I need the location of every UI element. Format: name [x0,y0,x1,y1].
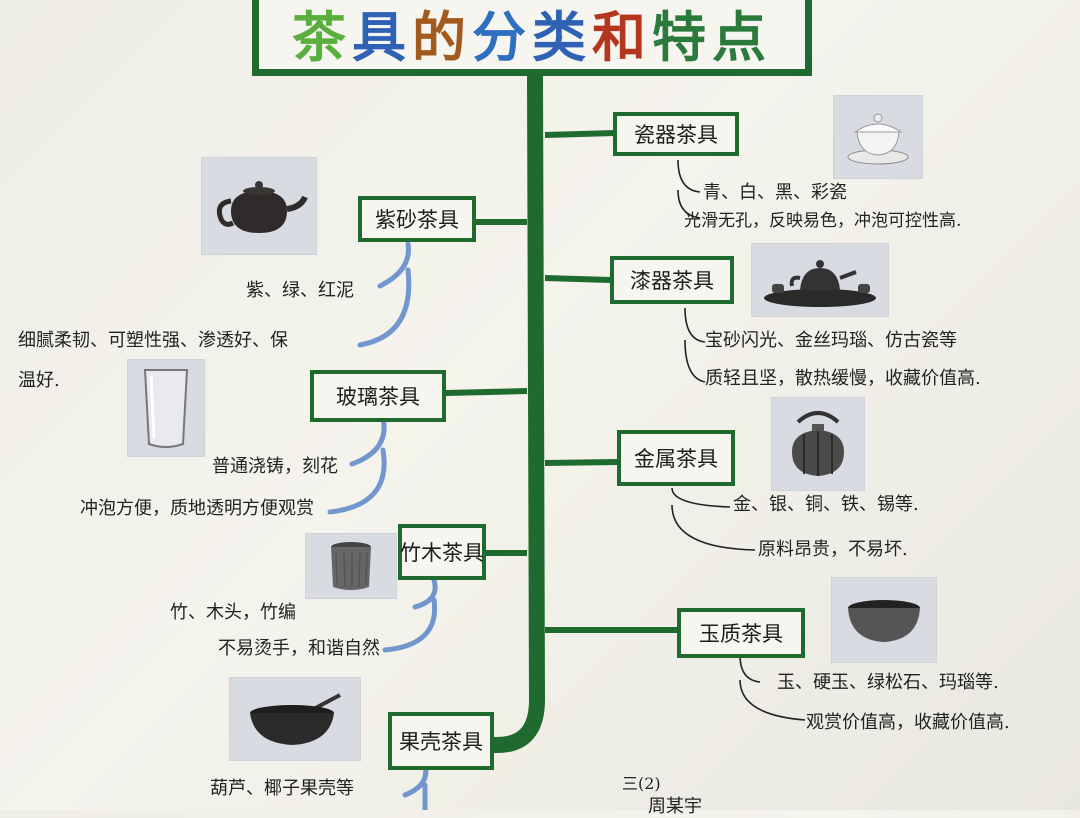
note-lacquer-2: 质轻且坚，散热缓慢，收藏价值高. [705,368,981,389]
title-char: 具 [352,4,412,69]
category-box-metal: 金属茶具 [617,430,735,486]
note-metal-1: 金、银、铜、铁、锡等. [733,494,919,515]
title-box: 茶具的分类和特点 [252,0,812,76]
category-box-glass: 玻璃茶具 [310,370,446,422]
photo-zisha [202,158,316,254]
title-char: 特 [652,4,712,69]
title-char: 的 [412,4,472,69]
author-name: 周某宇 [648,796,702,817]
title-char: 和 [592,4,652,69]
category-box-jade: 玉质茶具 [677,608,805,658]
title-char: 分 [472,4,532,69]
title-char: 点 [712,4,772,69]
photo-jade [832,578,936,662]
note-porcelain-1: 青、白、黑、彩瓷 [703,182,847,203]
shell-bowl-icon [250,693,341,745]
bamboo-cup-icon [331,542,371,590]
clay-teapot-icon [216,181,308,233]
metal-kettle-icon [792,411,844,476]
photo-bamboo [306,534,396,598]
note-lacquer-1: 宝砂闪光、金丝玛瑙、仿古瓷等 [705,330,957,351]
photo-metal [772,398,864,490]
lacquer-teaset-icon [764,260,876,307]
jade-bowl-icon [848,600,920,642]
note-glass-2: 冲泡方便，质地透明方便观赏 [80,498,314,519]
note-shell-1: 葫芦、椰子果壳等 [210,778,354,799]
class-label: 三(2) [622,774,661,793]
title-char: 类 [532,4,592,69]
category-box-zisha: 紫砂茶具 [358,196,476,242]
note-zisha-3: 温好. [18,370,60,391]
gaiwan-icon [847,113,909,165]
glass-cup-icon [143,369,189,448]
note-jade-2: 观赏价值高，收藏价值高. [806,712,1010,733]
photo-shell [230,678,360,760]
category-box-porcelain: 瓷器茶具 [613,112,739,156]
category-box-bamboo: 竹木茶具 [398,524,486,580]
note-jade-1: 玉、硬玉、绿松石、玛瑙等. [777,672,999,693]
note-zisha-2: 细腻柔韧、可塑性强、渗透好、保 [18,330,288,351]
page-title: 茶具的分类和特点 [292,0,772,72]
photo-glass [128,360,204,456]
note-bamboo-1: 竹、木头，竹编 [170,602,296,623]
title-char: 茶 [292,4,352,69]
photo-porcelain [834,96,922,178]
note-zisha-1: 紫、绿、红泥 [246,280,354,301]
note-glass-1: 普通浇铸，刻花 [212,456,338,477]
category-box-lacquer: 漆器茶具 [610,256,734,304]
note-bamboo-2: 不易烫手，和谐自然 [218,638,380,659]
note-metal-2: 原料昂贵，不易坏. [758,539,908,560]
photo-lacquer [752,244,888,316]
category-box-shell: 果壳茶具 [388,712,494,770]
note-porcelain-2: 光滑无孔，反映易色，冲泡可控性高. [684,211,962,231]
